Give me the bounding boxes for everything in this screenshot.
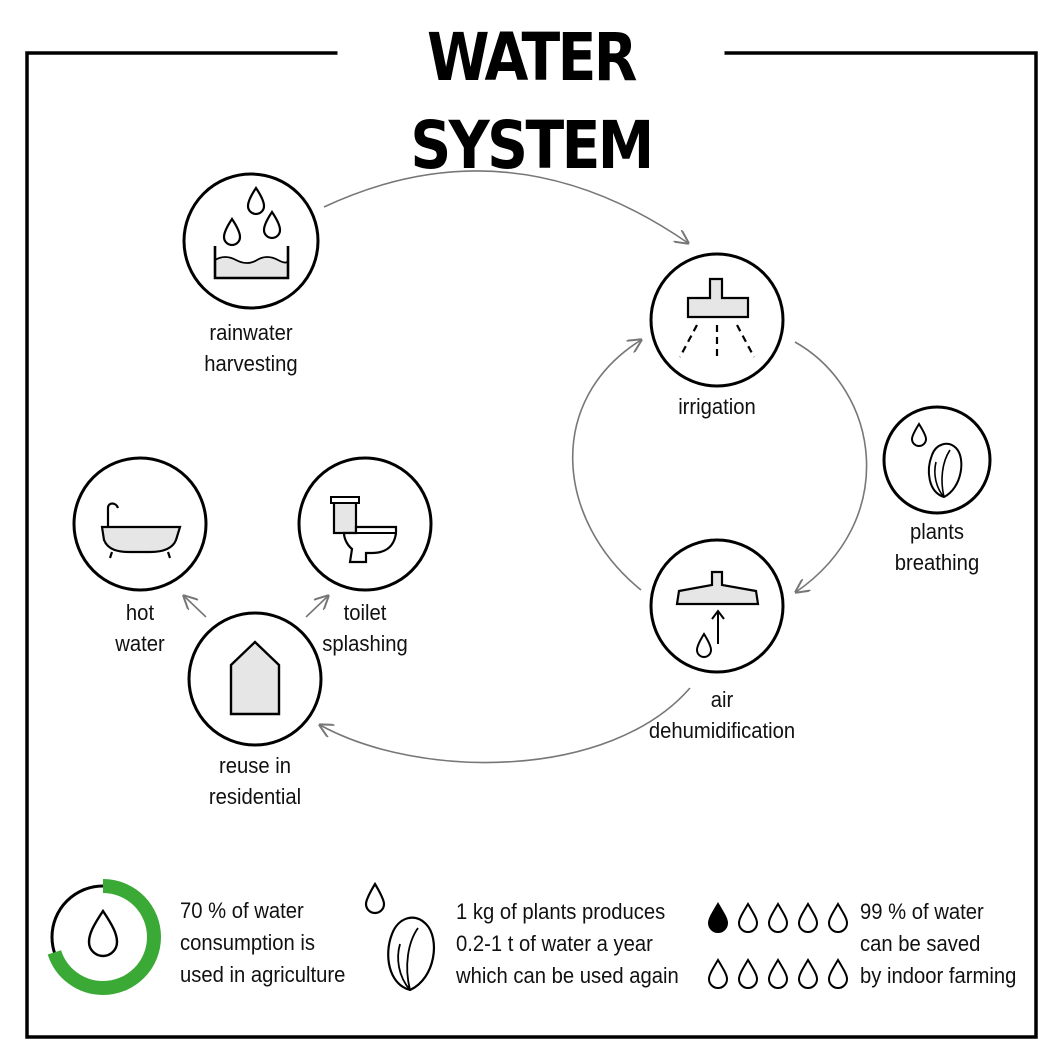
arrow-dehumidification-to-irrigation	[571, 340, 641, 591]
drop-empty-icon	[767, 958, 789, 989]
arrow-rain-to-irrigation	[323, 170, 688, 243]
drop-empty-icon	[827, 902, 849, 933]
agriculture-ring	[45, 879, 161, 995]
drop-empty-icon	[827, 958, 849, 989]
arrow-residential-to-toilet	[305, 596, 328, 618]
ring-progress-arc	[45, 879, 161, 995]
arrow-residential-to-hot-water	[184, 596, 207, 618]
drop-empty-icon	[737, 902, 759, 933]
drop-empty-icon	[737, 958, 759, 989]
drop-empty-icon	[797, 902, 819, 933]
ring-drop-icon	[87, 908, 119, 958]
drop-empty-icon	[767, 902, 789, 933]
dehumidifier-icon	[675, 570, 760, 658]
rain-basin-icon	[213, 186, 290, 280]
toilet-icon	[330, 496, 398, 564]
node-irrigation	[649, 252, 785, 388]
plant-drop-icon	[910, 422, 963, 499]
arrow-dehumidification-to-residential	[320, 687, 691, 764]
node-residential	[187, 611, 323, 747]
arrow-irrigation-to-dehumidification	[795, 341, 868, 592]
sprinkler-icon	[679, 277, 755, 358]
page-title: WATER SYSTEM	[337, 14, 725, 184]
node-plants-breathing	[882, 405, 992, 515]
label-irrigation: irrigation	[678, 394, 756, 419]
drop-empty-icon	[797, 958, 819, 989]
node-hot-water	[72, 456, 208, 592]
drop-empty-icon	[707, 958, 729, 989]
flow-arrows	[184, 170, 868, 764]
node-toilet	[297, 456, 433, 592]
drops-grid	[707, 902, 849, 989]
node-dehumidification	[649, 538, 785, 674]
plant-produces-icon	[364, 881, 436, 992]
drop-filled-icon	[707, 902, 729, 933]
node-rainwater	[182, 172, 320, 310]
house-icon	[229, 640, 281, 716]
bathtub-icon	[100, 502, 182, 559]
